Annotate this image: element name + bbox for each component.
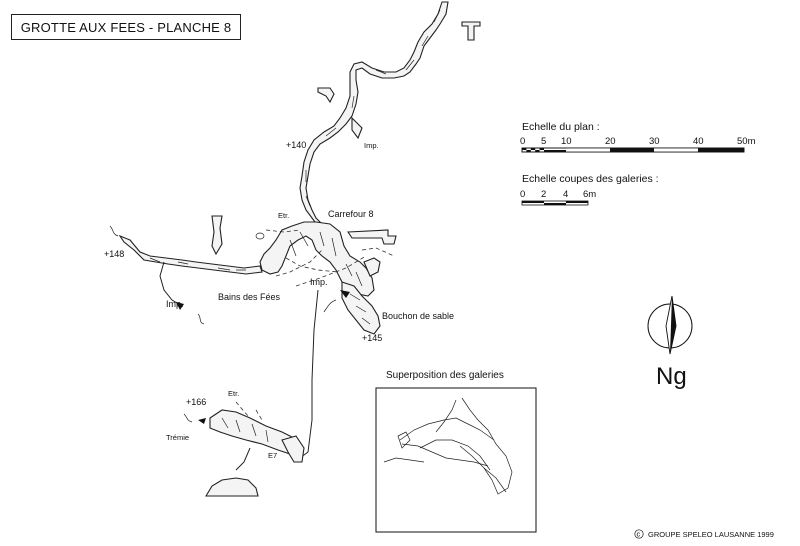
label-plus140: +140 bbox=[286, 140, 306, 150]
copyright: c GROUPE SPELEO LAUSANNE 1999 bbox=[634, 529, 774, 539]
label-plus166: +166 bbox=[186, 397, 206, 407]
scale-plan-tick-20: 20 bbox=[605, 136, 616, 147]
scale-sections-tick-2: 2 bbox=[541, 189, 546, 200]
scale-sections-tick-6m: 6m bbox=[583, 189, 596, 200]
scale-sections-tick-4: 4 bbox=[563, 189, 568, 200]
scale-plan-title: Echelle du plan : bbox=[522, 121, 600, 133]
superposition-frame bbox=[375, 387, 537, 533]
label-carrefour: Carrefour 8 bbox=[328, 209, 374, 219]
carrefour-area bbox=[259, 221, 395, 297]
label-bouchon-de-sable: Bouchon de sable bbox=[382, 311, 454, 321]
label-imp-mid: Imp. bbox=[310, 277, 328, 287]
scale-plan-tick-50m: 50m bbox=[737, 136, 756, 147]
scale-sections-title: Echelle coupes des galeries : bbox=[522, 173, 659, 185]
scale-plan-tick-10: 10 bbox=[561, 136, 572, 147]
scale-plan-tick-40: 40 bbox=[693, 136, 704, 147]
scale-plan-tick-0: 0 bbox=[520, 136, 525, 147]
superposition-title: Superposition des galeries bbox=[386, 370, 504, 381]
svg-text:c: c bbox=[637, 530, 641, 539]
cross-section-top-right bbox=[461, 21, 481, 41]
label-imp-left: Imp. bbox=[166, 299, 184, 309]
connector-line bbox=[299, 289, 319, 459]
map-title: GROTTE AUX FEES - PLANCHE 8 bbox=[11, 14, 241, 40]
north-label: Ng bbox=[656, 363, 687, 390]
label-tremie: Trémie bbox=[166, 433, 189, 442]
scale-plan: Echelle du plan : 0 5 10 20 30 40 50m bbox=[520, 121, 756, 153]
copyright-text: GROUPE SPELEO LAUSANNE 1999 bbox=[648, 530, 774, 539]
label-etr-top: Etr. bbox=[278, 211, 289, 220]
cross-section-upper-left bbox=[317, 87, 335, 104]
left-branch bbox=[109, 225, 263, 325]
bouchon-branch bbox=[323, 281, 381, 335]
label-e7: E7 bbox=[268, 451, 277, 460]
cross-section-bottom bbox=[205, 477, 259, 497]
label-plus145: +145 bbox=[362, 333, 382, 343]
scale-plan-tick-30: 30 bbox=[649, 136, 660, 147]
scale-sections: Echelle coupes des galeries : 0 2 4 6m bbox=[520, 173, 659, 206]
north-arrow: Ng bbox=[647, 295, 693, 390]
cross-section-carrefour bbox=[347, 229, 397, 245]
scale-plan-tick-5: 5 bbox=[541, 136, 546, 147]
superposition-inset: Superposition des galeries bbox=[375, 370, 537, 533]
main-gallery-upper bbox=[299, 1, 449, 227]
label-etr-bottom: Etr. bbox=[228, 389, 239, 398]
scale-sections-tick-0: 0 bbox=[520, 189, 525, 200]
cross-section-etr bbox=[211, 215, 265, 256]
label-plus148: +148 bbox=[104, 249, 124, 259]
lower-gallery bbox=[183, 401, 305, 471]
label-imp-top: Imp. bbox=[364, 141, 379, 150]
label-bains-des-fees: Bains des Fées bbox=[218, 292, 281, 302]
